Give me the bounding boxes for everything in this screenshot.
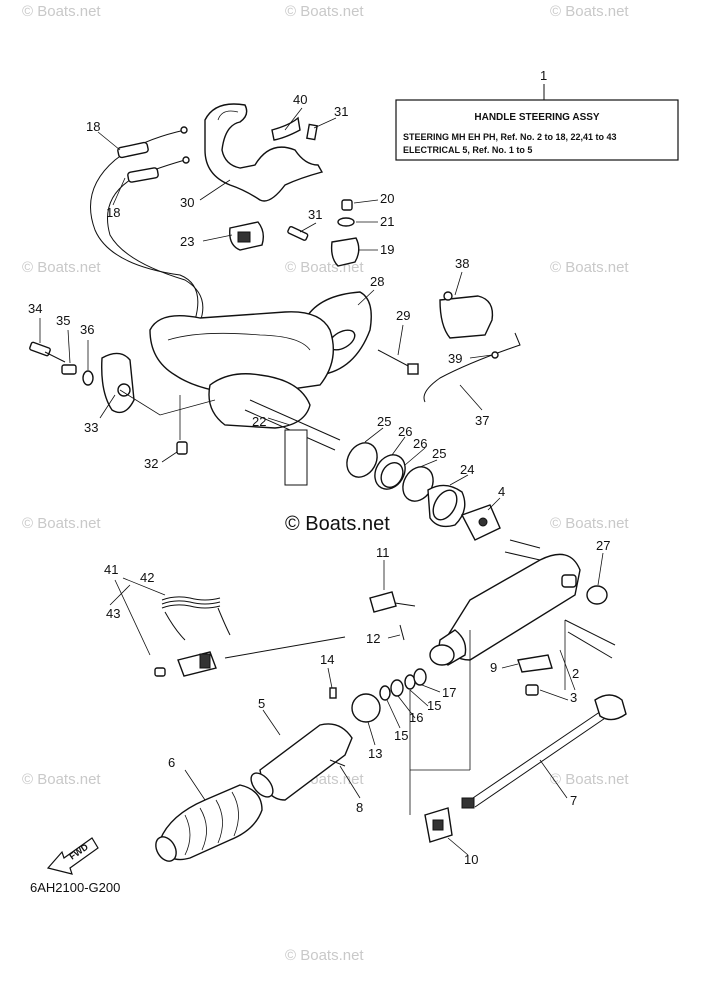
watermark: © Boats.net: [550, 771, 629, 788]
ref-number: 1: [540, 68, 547, 83]
part-label: 10: [464, 852, 478, 867]
watermark: © Boats.net: [22, 771, 101, 788]
part-label: 26: [398, 424, 412, 439]
part-label: 22: [252, 414, 266, 429]
legend-line-2: ELECTRICAL 5, Ref. No. 1 to 5: [403, 145, 532, 155]
part-label: 7: [570, 793, 577, 808]
part-label: 25: [377, 414, 391, 429]
part-label: 28: [370, 274, 384, 289]
assembly-legend: 1 HANDLE STEERING ASSY STEERING MH EH PH…: [395, 68, 679, 161]
part-label: 21: [380, 214, 394, 229]
watermark-layer: © Boats.net © Boats.net © Boats.net © Bo…: [22, 3, 629, 964]
part-label: 32: [144, 456, 158, 471]
part-label: 29: [396, 308, 410, 323]
watermark: © Boats.net: [285, 947, 364, 964]
part-label: 20: [380, 191, 394, 206]
part-label: 30: [180, 195, 194, 210]
watermark: © Boats.net: [22, 259, 101, 276]
part-label: 34: [28, 301, 42, 316]
part-label: 14: [320, 652, 334, 667]
part-label: 41: [104, 562, 118, 577]
part-label: 40: [293, 92, 307, 107]
part-label: 12: [366, 631, 380, 646]
part-label: 2: [572, 666, 579, 681]
part-label: 15: [394, 728, 408, 743]
part-labels: 18 18 40 31 30 23 31 20 21 19 28 29 38 3…: [28, 92, 610, 867]
part-label: 6: [168, 755, 175, 770]
part-label: 35: [56, 313, 70, 328]
part-label: 31: [308, 207, 322, 222]
grip-group: [155, 668, 627, 862]
part-label: 18: [106, 205, 120, 220]
part-label: 36: [80, 322, 94, 337]
part-label: 8: [356, 800, 363, 815]
part-label: 13: [368, 746, 382, 761]
part-label: 5: [258, 696, 265, 711]
part-label: 3: [570, 690, 577, 705]
part-label: 33: [84, 420, 98, 435]
part-label: 11: [376, 545, 390, 560]
watermark: © Boats.net: [22, 3, 101, 20]
part-label: 4: [498, 484, 505, 499]
part-label: 17: [442, 685, 456, 700]
part-label: 23: [180, 234, 194, 249]
part-label: 18: [86, 119, 100, 134]
watermark: © Boats.net: [550, 515, 629, 532]
part-label: 16: [409, 710, 423, 725]
part-label: 26: [413, 436, 427, 451]
legend-line-1: STEERING MH EH PH, Ref. No. 2 to 18, 22,…: [403, 132, 617, 142]
part-label: 42: [140, 570, 154, 585]
watermark: © Boats.net: [22, 515, 101, 532]
drawing-code: 6AH2100-G200: [30, 880, 120, 895]
forward-arrow: FWD: [46, 837, 99, 875]
guide-lines: [119, 389, 576, 815]
part-label: 27: [596, 538, 610, 553]
part-label: 38: [455, 256, 469, 271]
tiller-bracket-group: [154, 442, 616, 696]
part-label: 15: [427, 698, 441, 713]
upper-bracket-group: [29, 103, 521, 486]
part-label: 19: [380, 242, 394, 257]
part-label: 31: [334, 104, 348, 119]
watermark: © Boats.net: [550, 3, 629, 20]
part-label: 39: [448, 351, 462, 366]
legend-title: HANDLE STEERING ASSY: [474, 112, 600, 123]
leader-lines: [39, 107, 604, 856]
part-label: 43: [106, 606, 120, 621]
watermark: © Boats.net: [550, 259, 629, 276]
center-watermark: © Boats.net: [285, 513, 390, 535]
part-label: 37: [475, 413, 489, 428]
part-label: 25: [432, 446, 446, 461]
part-label: 24: [460, 462, 474, 477]
part-label: 9: [490, 660, 497, 675]
watermark: © Boats.net: [285, 3, 364, 20]
